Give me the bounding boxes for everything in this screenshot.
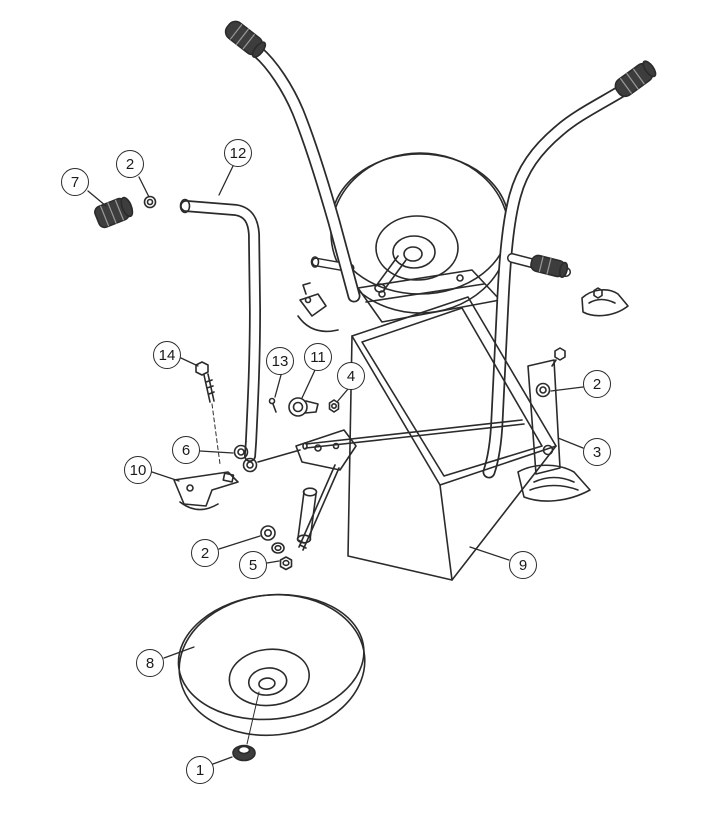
callout-5: 5 xyxy=(239,551,267,579)
callout-label: 10 xyxy=(129,461,147,479)
callout-4: 4 xyxy=(337,362,365,390)
right-crossbar xyxy=(507,253,571,278)
right-bracket xyxy=(527,347,566,475)
callout-label: 11 xyxy=(310,348,326,366)
callout-label: 9 xyxy=(518,556,528,574)
handle-tube-12 xyxy=(179,198,261,462)
callout-12: 12 xyxy=(224,139,252,167)
right-grip xyxy=(614,60,657,98)
bracket-10 xyxy=(173,471,239,511)
washer-pair-6 xyxy=(233,444,258,473)
callout-11: 11 xyxy=(304,343,332,371)
caster-stem xyxy=(296,464,340,551)
callout-label: 13 xyxy=(271,352,289,370)
knob-7 xyxy=(94,196,134,229)
callout-2a: 2 xyxy=(116,150,144,178)
front-wheel xyxy=(177,593,366,737)
callout-label: 8 xyxy=(145,654,155,672)
callout-label: 3 xyxy=(592,443,602,461)
callout-9: 9 xyxy=(509,551,537,579)
callout-3: 3 xyxy=(583,438,611,466)
callout-14: 14 xyxy=(153,341,181,369)
left-handlebar xyxy=(224,20,361,303)
callout-label: 14 xyxy=(158,346,176,364)
center-bracket xyxy=(257,429,357,471)
callout-label: 12 xyxy=(229,144,247,162)
callout-label: 7 xyxy=(70,173,80,191)
axle-assembly xyxy=(357,255,501,323)
callout-2c: 2 xyxy=(191,539,219,567)
right-upper-mount xyxy=(581,287,629,317)
callout-7: 7 xyxy=(61,168,89,196)
callout-label: 2 xyxy=(200,544,210,562)
callout-label: 4 xyxy=(346,367,356,385)
callout-1: 1 xyxy=(186,756,214,784)
clamp-part xyxy=(288,397,319,417)
callout-8: 8 xyxy=(136,649,164,677)
washer-2a xyxy=(143,195,157,209)
callout-label: 2 xyxy=(592,375,602,393)
hub-cap-1 xyxy=(232,691,260,762)
callout-13: 13 xyxy=(266,347,294,375)
crossbar-grip xyxy=(530,254,569,278)
tub-body xyxy=(347,296,557,581)
left-grip xyxy=(224,20,267,59)
callout-2b: 2 xyxy=(583,370,611,398)
callout-10: 10 xyxy=(124,456,152,484)
callout-label: 1 xyxy=(195,761,205,779)
callout-6: 6 xyxy=(172,436,200,464)
leader-lines xyxy=(87,165,584,765)
fastener-stack xyxy=(260,525,293,571)
callout-label: 6 xyxy=(181,441,191,459)
pin-part xyxy=(268,397,277,413)
right-handlebar xyxy=(482,60,657,479)
callout-label: 2 xyxy=(125,155,135,173)
small-nut xyxy=(328,399,340,413)
right-lower-mount xyxy=(517,464,591,502)
callout-label: 5 xyxy=(248,556,258,574)
